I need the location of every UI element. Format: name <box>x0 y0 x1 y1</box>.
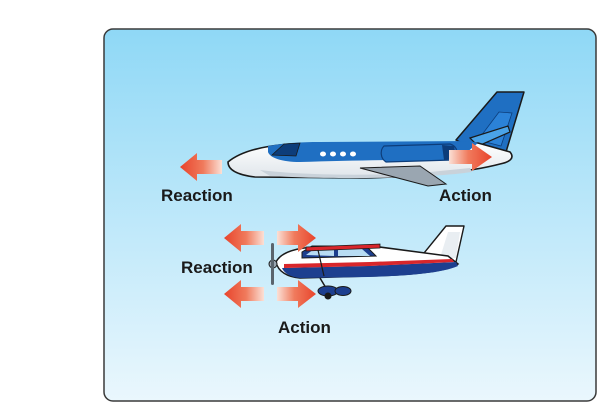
jet-cockpit <box>271 142 301 157</box>
jet-windows <box>320 151 356 157</box>
jet-reaction-arrow <box>180 153 222 181</box>
jet-wing <box>359 165 448 187</box>
prop-action-label: Action <box>278 318 331 337</box>
jet-action-label: Action <box>439 186 492 205</box>
prop-reaction-arrow-bottom <box>224 280 264 308</box>
prop-action-arrow-top <box>277 224 316 252</box>
prop-aircraft <box>268 225 465 300</box>
prop-propeller <box>268 243 278 285</box>
jet-action-arrow <box>449 143 492 171</box>
sky-frame <box>103 28 597 402</box>
prop-reaction-label: Reaction <box>181 258 253 277</box>
jet-reaction-label: Reaction <box>161 186 233 205</box>
jet-aircraft <box>227 91 525 187</box>
prop-reaction-arrow-top <box>224 224 264 252</box>
prop-wing <box>305 243 381 252</box>
prop-action-arrow-bottom <box>277 280 316 308</box>
